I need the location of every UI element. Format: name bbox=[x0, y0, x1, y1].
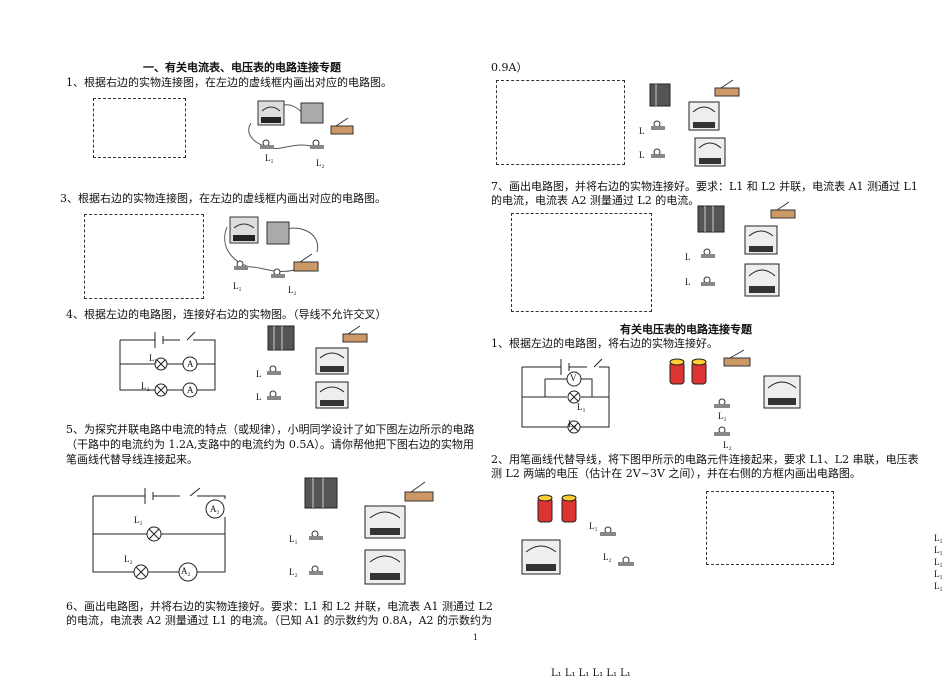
label-L-q4-1: L bbox=[256, 369, 262, 379]
label-L1-q5-parts: L₁ bbox=[289, 534, 298, 544]
section-title-ammeter: 一、有关电流表、电压表的电路连接专题 bbox=[143, 61, 341, 74]
edge-label-3: L₁ bbox=[934, 557, 943, 567]
label-L1-q5: L₁ bbox=[134, 515, 143, 525]
label-L1-v1: L₁ bbox=[577, 402, 586, 412]
circuit-diagram-q5 bbox=[92, 487, 226, 582]
question-4: 4、根据左边的电路图，连接好右边的实物图。（导线不允许交叉） bbox=[66, 308, 387, 321]
components-q5 bbox=[304, 477, 434, 585]
answer-box-v2 bbox=[706, 491, 834, 565]
components-v2 bbox=[521, 494, 634, 575]
label-L2-q5-parts: L₂ bbox=[289, 567, 298, 577]
circuit-photo-q3 bbox=[224, 216, 319, 278]
edge-label-1: L₁ bbox=[934, 533, 943, 543]
voltmeter-question-1: 1、根据左边的电路图，将右边的实物连接好。 bbox=[491, 337, 718, 350]
page-number: 1 bbox=[473, 633, 479, 642]
question-6-continued: 0.9A） bbox=[491, 61, 528, 74]
question-5-line2: （干路中的电流约为 1.2A,支路中的电流约为 0.5A）。请你帮他把下图右边的… bbox=[66, 438, 474, 451]
label-L-q4-2: L bbox=[256, 392, 262, 402]
edge-label-2: L₁ bbox=[934, 545, 943, 555]
question-1: 1、根据右边的实物连接图，在左边的虚线框内画出对应的电路图。 bbox=[66, 76, 392, 89]
label-L1-q4: L₁ bbox=[149, 353, 158, 363]
label-L2-q3: L₂ bbox=[288, 285, 297, 295]
question-6-line2: 的电流，电流表 A2 测量通过 L1 的电流。（已知 A1 的示数约为 0.8A… bbox=[66, 614, 493, 627]
label-A-q4-2: A bbox=[187, 385, 194, 395]
label-L-q6-1: L bbox=[639, 126, 645, 136]
label-L2-q4: L₂ bbox=[141, 381, 150, 391]
answer-box-q3 bbox=[84, 214, 204, 299]
question-3: 3、根据右边的实物连接图，在左边的虚线框内画出对应的电路图。 bbox=[60, 192, 386, 205]
question-5-line1: 5、为探究并联电路中电流的特点（或规律），小明同学设计了如下图左边所示的电路 bbox=[66, 423, 475, 436]
question-6-line1: 6、画出电路图，并将右边的实物连接好。要求：L1 和 L2 并联，电流表 A1 … bbox=[66, 600, 493, 613]
label-A-q4-1: A bbox=[187, 359, 194, 369]
label-A1-q5: A₁ bbox=[210, 504, 220, 514]
circuit-photo-q1 bbox=[248, 100, 354, 149]
components-v1 bbox=[669, 349, 801, 436]
circuit-diagram-v1 bbox=[521, 358, 610, 434]
section-title-voltmeter: 有关电压表的电路连接专题 bbox=[620, 323, 752, 336]
label-L1-v1-parts: L₁ bbox=[718, 411, 727, 421]
edge-label-4: L₁ bbox=[934, 569, 943, 579]
circuit-diagram-q4 bbox=[119, 331, 216, 398]
label-L1-v2: L₁ bbox=[589, 521, 598, 531]
components-q6 bbox=[649, 79, 740, 167]
voltmeter-question-2-line1: 2、用笔画线代替导线，将下图甲所示的电路元件连接起来，要求 L1、L2 串联，电… bbox=[491, 453, 919, 466]
label-L2-q1: L₂ bbox=[316, 158, 325, 168]
answer-box-q7 bbox=[511, 213, 652, 312]
answer-box-q6 bbox=[496, 80, 625, 165]
footer-labels: L₁ L₁ L₁ L₁ L₁ L₁ bbox=[551, 668, 631, 679]
label-L2-v1: L₂ bbox=[568, 419, 577, 429]
label-L-q6-2: L bbox=[639, 150, 645, 160]
label-A2-q5: A₂ bbox=[181, 566, 191, 576]
question-7-line1: 7、画出电路图，并将右边的实物连接好。要求：L1 和 L2 并联，电流表 A1 … bbox=[491, 180, 918, 193]
label-L1-q3: L₁ bbox=[233, 281, 242, 291]
question-5-line3: 笔画线代替导线连接起来。 bbox=[66, 453, 198, 466]
components-q7 bbox=[697, 201, 796, 297]
voltmeter-question-2-line2: 测 L2 两端的电压（估计在 2V~3V 之间），并在右侧的方框内画出电路图。 bbox=[491, 467, 861, 480]
label-L2-v2: L₂ bbox=[603, 552, 612, 562]
label-L-q7-2: L bbox=[685, 277, 691, 287]
question-7-line2: 的电流，电流表 A2 测量通过 L2 的电流。 bbox=[491, 194, 700, 207]
label-V-v1: V bbox=[570, 373, 577, 383]
edge-label-5: L₁ bbox=[934, 581, 943, 591]
components-q4 bbox=[267, 325, 368, 409]
label-L2-v1-parts: L₂ bbox=[723, 440, 732, 450]
label-L2-q5: L₂ bbox=[124, 554, 133, 564]
label-L1-q1: L₁ bbox=[265, 153, 274, 163]
answer-box-q1 bbox=[93, 98, 186, 158]
label-L-q7-1: L bbox=[685, 252, 691, 262]
